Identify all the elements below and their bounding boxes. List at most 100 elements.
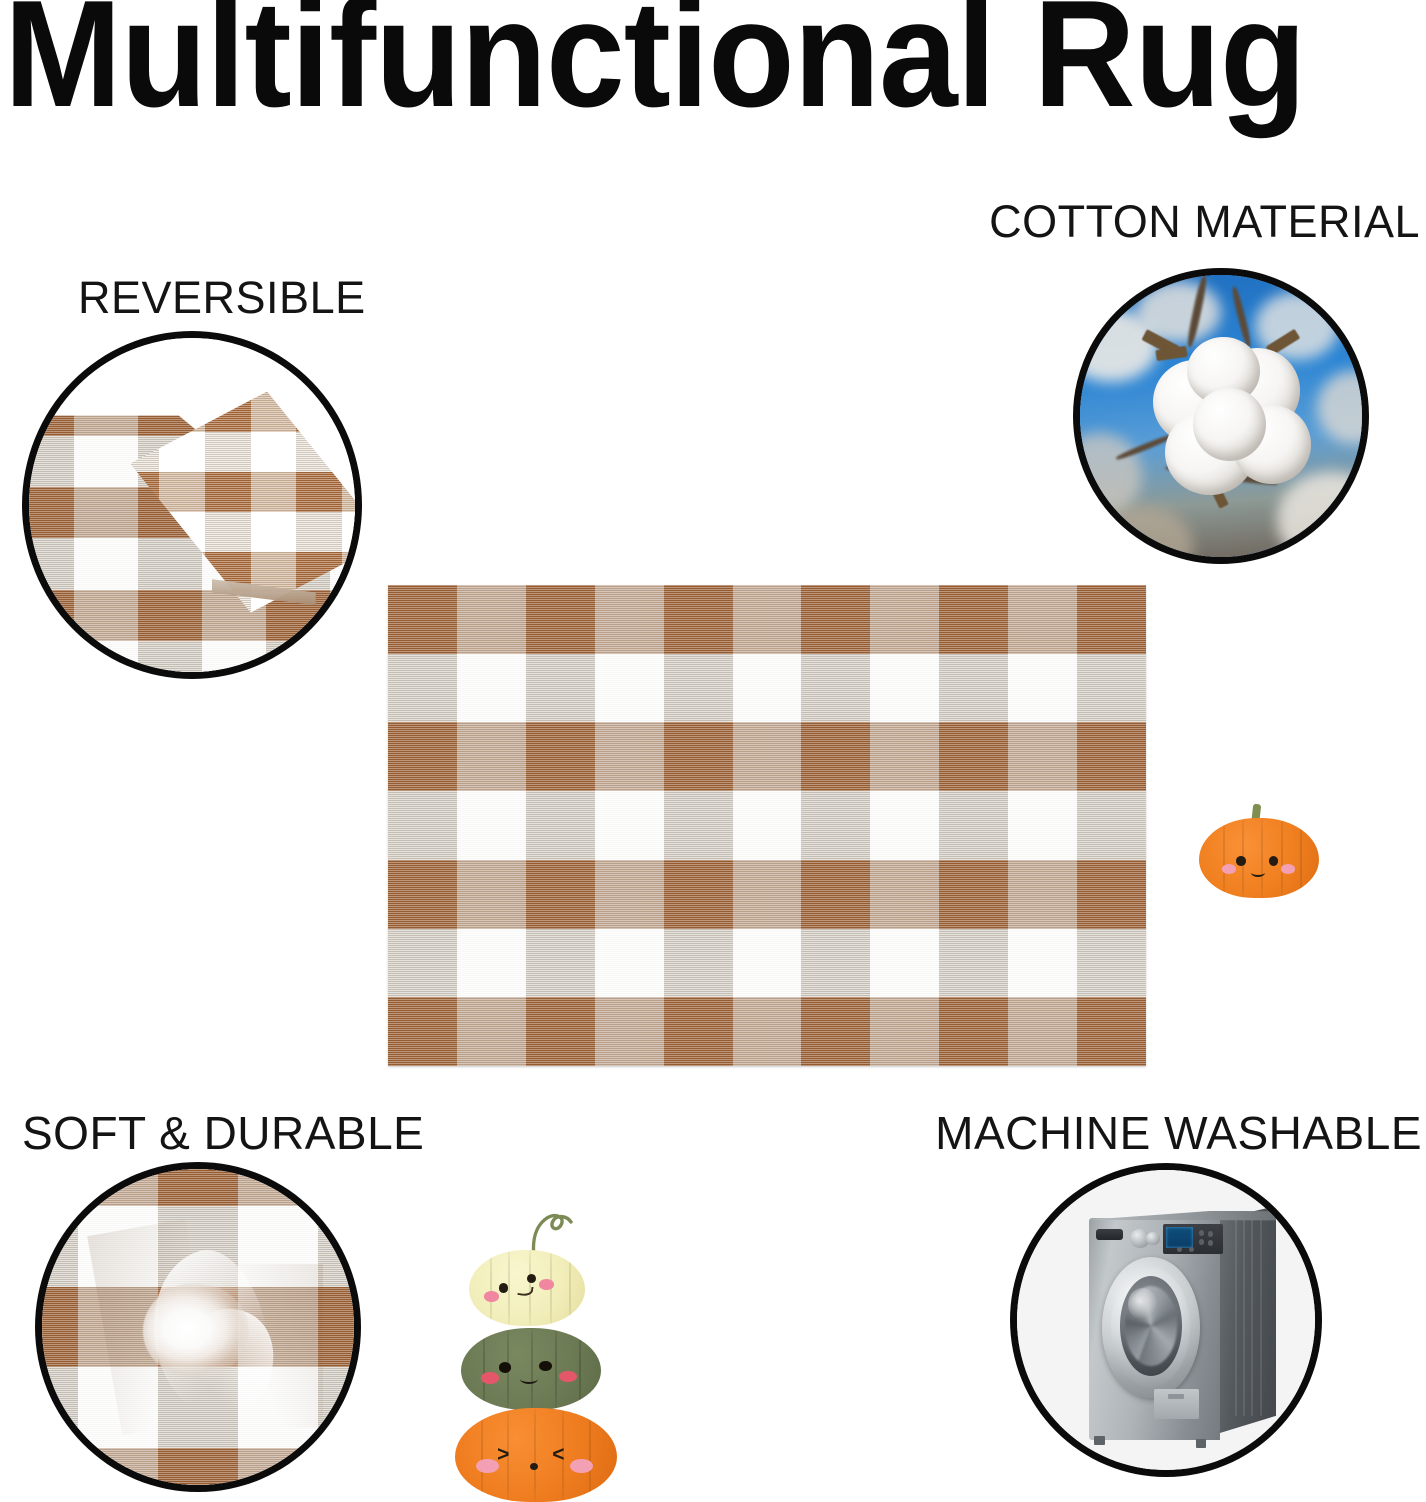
check-cell <box>663 722 733 792</box>
lcd-display <box>1166 1227 1194 1248</box>
detergent-handle <box>1096 1228 1124 1240</box>
check-cell <box>525 653 595 723</box>
cotton-photo <box>1080 275 1362 557</box>
check-cell <box>939 928 1009 998</box>
check-cell <box>73 435 138 488</box>
check-cell <box>732 653 802 723</box>
check-cell <box>73 589 138 641</box>
check-cell <box>317 1367 354 1449</box>
check-cell <box>456 928 526 998</box>
check-cell <box>732 791 802 860</box>
check-cell <box>663 791 733 860</box>
check-cell <box>939 585 1009 654</box>
check-cell <box>732 928 802 998</box>
check-cell <box>594 859 664 929</box>
check-cell <box>250 431 297 472</box>
cotton-boll-icon <box>1080 275 1362 557</box>
check-cell <box>525 722 595 792</box>
check-cell <box>205 431 251 472</box>
check-cell <box>801 722 871 792</box>
check-cell <box>78 1367 159 1449</box>
check-cell <box>237 1205 318 1287</box>
check-cell <box>341 511 355 552</box>
check-cell <box>42 1286 79 1368</box>
check-cell <box>525 859 595 929</box>
washing-machine-photo <box>1017 1170 1315 1470</box>
check-cell <box>29 589 74 641</box>
check-cell <box>732 722 802 792</box>
check-cell <box>594 791 664 860</box>
check-cell <box>594 997 664 1066</box>
check-cell <box>594 653 664 723</box>
check-cell <box>801 791 871 860</box>
check-cell <box>388 653 457 723</box>
check-cell <box>732 585 802 654</box>
check-cell <box>159 431 206 472</box>
check-cell <box>29 538 74 590</box>
check-cell <box>159 471 206 512</box>
check-cell <box>137 640 202 672</box>
check-cell <box>594 722 664 792</box>
check-cell <box>594 928 664 998</box>
check-cell <box>330 640 355 672</box>
check-cell <box>1077 722 1146 792</box>
check-cell <box>73 487 138 539</box>
check-cell <box>939 859 1009 929</box>
check-cell <box>388 791 457 860</box>
stacked-pumpkins-decoration: > < <box>455 1210 623 1502</box>
check-cell <box>42 1367 79 1449</box>
scrunched-fabric-icon <box>42 1169 354 1485</box>
check-cell <box>456 653 526 723</box>
pumpkin-orange: > < <box>455 1408 617 1502</box>
check-cell <box>29 640 74 672</box>
check-cell <box>525 791 595 860</box>
product-rug-image <box>388 585 1146 1066</box>
check-cell <box>296 471 342 512</box>
check-cell <box>296 391 342 432</box>
check-cell <box>158 1448 238 1485</box>
check-cell <box>801 653 871 723</box>
check-cell <box>137 538 202 590</box>
check-cell <box>201 589 266 641</box>
check-cell <box>939 791 1009 860</box>
secondary-dial <box>1146 1231 1161 1246</box>
pumpkin-cream <box>469 1250 585 1326</box>
check-cell <box>317 1205 354 1287</box>
check-cell <box>250 391 297 432</box>
check-cell <box>73 640 138 672</box>
check-cell <box>137 589 202 641</box>
check-cell <box>456 585 526 654</box>
check-cell <box>42 1448 79 1485</box>
buffalo-check-pattern <box>388 585 1146 1066</box>
check-cell <box>205 511 251 552</box>
check-cell <box>265 640 330 672</box>
check-cell <box>201 640 266 672</box>
pumpkin-body <box>1199 818 1319 898</box>
check-cell <box>1077 791 1146 860</box>
check-cell <box>1008 585 1078 654</box>
feature-image-soft-durable <box>35 1162 361 1492</box>
check-cell <box>456 997 526 1066</box>
check-cell <box>801 997 871 1066</box>
check-cell <box>1008 722 1078 792</box>
check-cell <box>870 997 940 1066</box>
check-cell <box>29 415 74 436</box>
machine-top <box>1088 1210 1277 1221</box>
check-cell <box>456 791 526 860</box>
feature-label-reversible: REVERSIBLE <box>78 272 366 323</box>
feature-image-cotton-material <box>1073 268 1369 564</box>
washing-machine-icon <box>1017 1170 1315 1470</box>
check-cell <box>594 585 664 654</box>
check-cell <box>1077 928 1146 998</box>
page-title: Multifunctional Rug <box>4 0 1306 139</box>
check-cell <box>341 431 355 472</box>
check-cell <box>250 511 297 552</box>
check-cell <box>330 415 355 436</box>
program-dial <box>1130 1228 1150 1248</box>
check-cell <box>388 722 457 792</box>
check-cell <box>29 435 74 488</box>
check-cell <box>1077 997 1146 1066</box>
vine-tendril-icon <box>531 1213 573 1266</box>
check-cell <box>1008 859 1078 929</box>
check-cell <box>42 1205 79 1287</box>
